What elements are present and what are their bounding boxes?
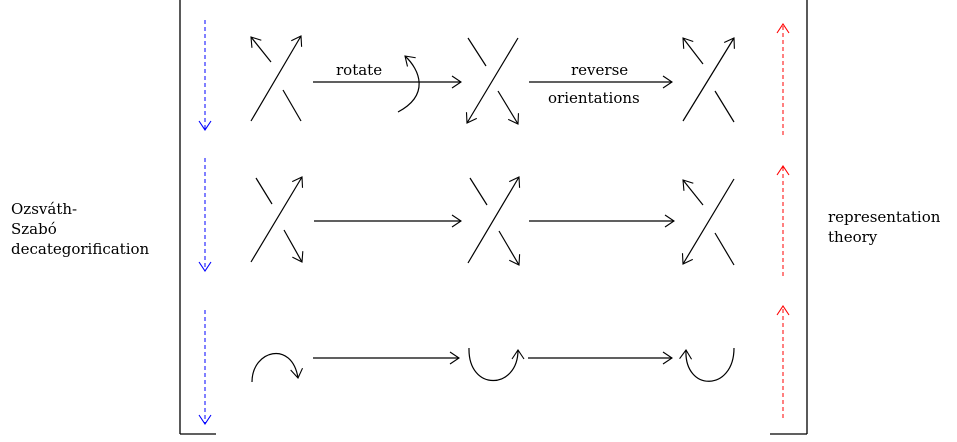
rotate-label: rotate bbox=[336, 61, 382, 79]
row1-rotate-arrow bbox=[313, 55, 462, 113]
row3-cup-reversed bbox=[679, 347, 735, 382]
row3-cap bbox=[251, 352, 304, 383]
left-bracket bbox=[179, 0, 216, 435]
row1-rotated-crossing bbox=[465, 37, 520, 125]
reverse-label-line2: orientations bbox=[548, 89, 640, 107]
row2-reversed-crossing bbox=[681, 178, 735, 266]
left-label-line2: Szabó bbox=[11, 220, 57, 238]
right-label-line1: representation bbox=[828, 208, 941, 226]
row1-reversed-crossing bbox=[682, 37, 735, 123]
row1-positive-crossing bbox=[250, 35, 303, 122]
row2-negative-crossing bbox=[250, 176, 304, 263]
row2-rotated-crossing bbox=[467, 176, 521, 266]
right-bracket bbox=[770, 0, 808, 435]
right-label-line2: theory bbox=[828, 228, 878, 246]
left-label-line3: decategorification bbox=[11, 240, 150, 258]
reverse-label-line1: reverse bbox=[571, 61, 628, 79]
row3-cup bbox=[468, 347, 525, 382]
left-label-line1: Ozsváth- bbox=[11, 200, 77, 218]
